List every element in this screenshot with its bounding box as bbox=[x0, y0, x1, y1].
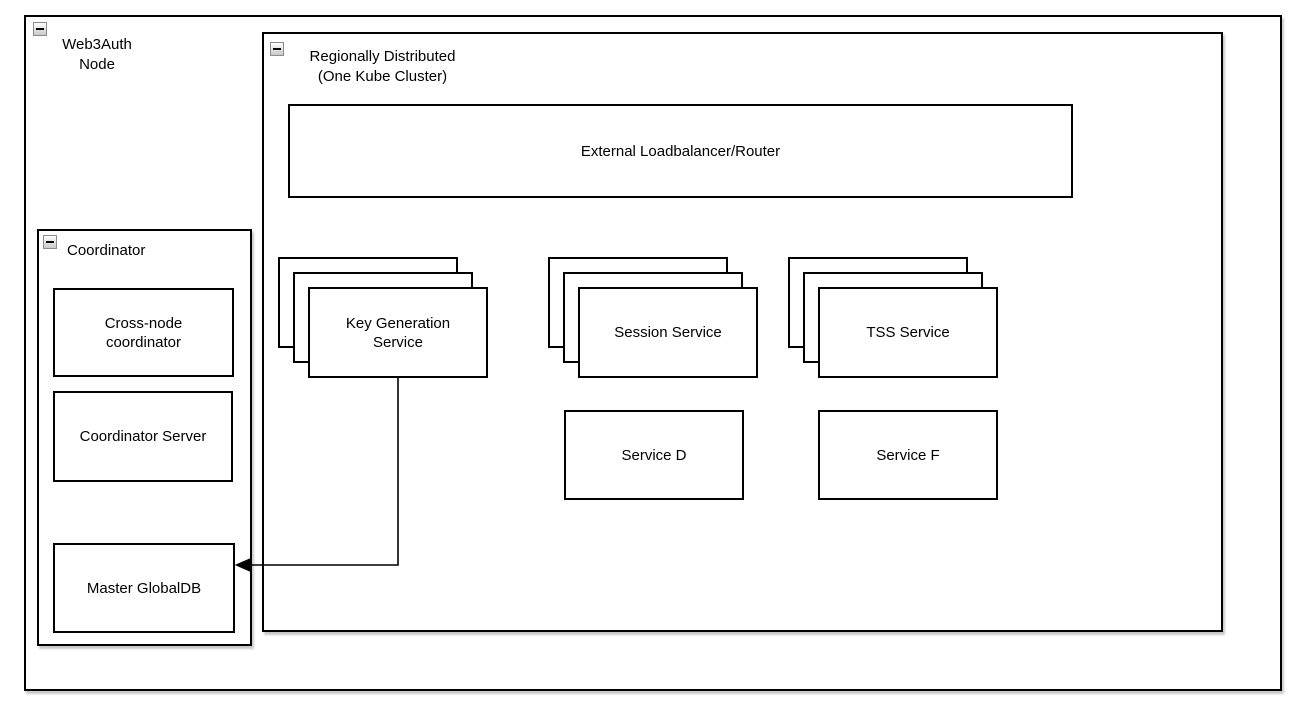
node-service-d[interactable]: Service D bbox=[564, 410, 744, 500]
coordinator-server-label: Coordinator Server bbox=[79, 428, 207, 445]
node-external-loadbalancer[interactable]: External Loadbalancer/Router bbox=[288, 104, 1073, 198]
web3auth-collapse-minus-icon[interactable] bbox=[33, 22, 47, 36]
coordinator-collapse-minus-icon[interactable] bbox=[43, 235, 57, 249]
external-loadbalancer-label: External Loadbalancer/Router bbox=[580, 142, 781, 160]
web3auth-node-label: Web3Auth Node bbox=[62, 36, 132, 73]
node-coordinator-server[interactable]: Coordinator Server bbox=[53, 391, 233, 482]
service-f-label: Service F bbox=[876, 446, 940, 464]
tss-service-label: TSS Service bbox=[866, 324, 950, 341]
node-key-generation-service[interactable]: Key Generation Service bbox=[308, 287, 488, 378]
node-service-f[interactable]: Service F bbox=[818, 410, 998, 500]
coordinator-label: Coordinator bbox=[67, 242, 146, 259]
node-session-service[interactable]: Session Service bbox=[578, 287, 758, 378]
regionally-distributed-label: Regionally Distributed (One Kube Cluster… bbox=[309, 48, 456, 85]
regionally-distributed-collapse-minus-icon[interactable] bbox=[270, 42, 284, 56]
key-generation-service-label: Key Generation Service bbox=[345, 314, 451, 351]
cross-node-coordinator-label: Cross-node coordinator bbox=[104, 314, 183, 351]
service-d-label: Service D bbox=[621, 446, 687, 464]
node-cross-node-coordinator[interactable]: Cross-node coordinator bbox=[53, 288, 234, 377]
master-globaldb-label: Master GlobalDB bbox=[86, 579, 202, 597]
node-master-globaldb[interactable]: Master GlobalDB bbox=[53, 543, 235, 633]
node-tss-service[interactable]: TSS Service bbox=[818, 287, 998, 378]
session-service-label: Session Service bbox=[614, 324, 722, 341]
